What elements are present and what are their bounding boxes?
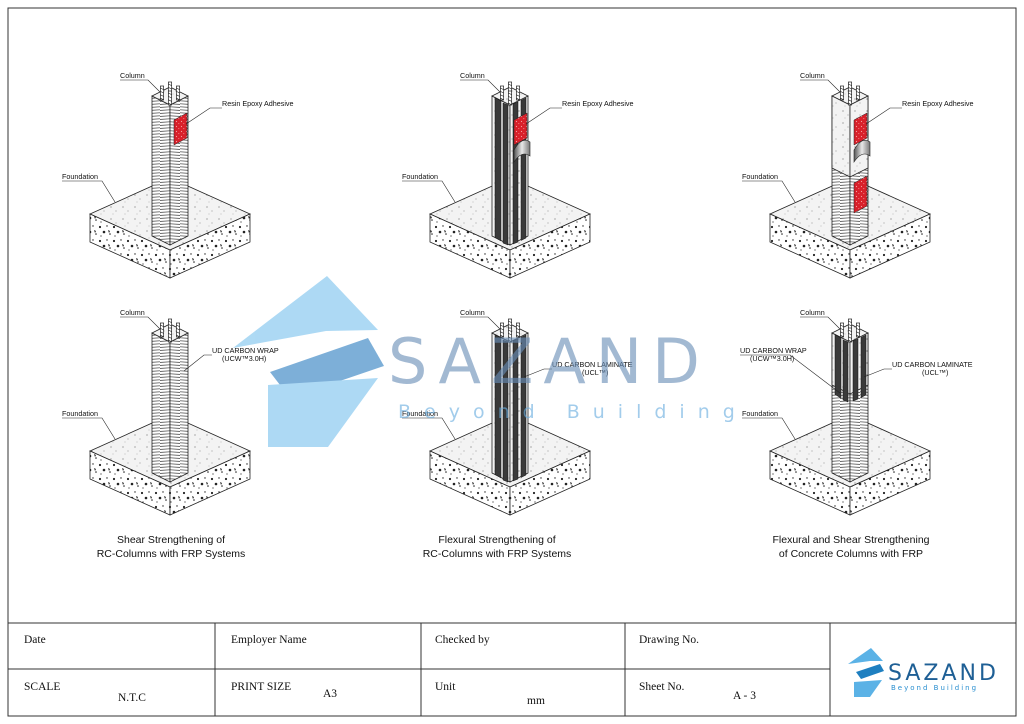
carbon-laminate-strip — [842, 339, 849, 403]
peeling-sheet-icon — [513, 139, 531, 163]
foundation-label: Foundation — [62, 409, 98, 418]
logo-tagline: Beyond Building — [891, 684, 978, 692]
foundation-label: Foundation — [402, 172, 438, 181]
caption-2-line2: RC-Columns with FRP Systems — [423, 548, 572, 560]
caption-3-line1: Flexural and Shear Strengthening — [772, 534, 929, 546]
foundation-label: Foundation — [402, 409, 438, 418]
company-logo: SAZAND Beyond Building — [848, 648, 999, 697]
column — [151, 86, 189, 246]
resin-patch — [853, 112, 868, 146]
caption-2-line1: Flexural Strengthening of — [438, 534, 555, 546]
resin-patch — [513, 112, 528, 146]
column — [151, 323, 189, 483]
print-size-value: A3 — [323, 688, 337, 700]
column — [831, 86, 871, 246]
checked-by-label: Checked by — [435, 634, 490, 646]
resin-patch — [173, 112, 188, 146]
column-label: Column — [460, 71, 485, 80]
carbon-laminate-strip — [852, 338, 859, 402]
resin-patch — [853, 175, 868, 214]
column-label: Column — [120, 71, 145, 80]
column — [491, 86, 531, 246]
rebar-group — [500, 81, 520, 106]
caption-3-line2: of Concrete Columns with FRP — [779, 548, 923, 560]
column-label: Column — [800, 308, 825, 317]
rebar-group — [160, 318, 180, 343]
ud-carbon-laminate-code: (UCL™) — [582, 368, 608, 377]
logo-mark-icon — [848, 648, 884, 697]
resin-epoxy-label: Resin Epoxy Adhesive — [222, 99, 294, 108]
column — [831, 323, 869, 483]
logo-brand: SAZAND — [888, 661, 999, 686]
ud-carbon-wrap-code: (UCW™3.0H) — [750, 354, 794, 363]
rebar-group — [840, 81, 860, 106]
ud-carbon-wrap-label: UD CARBON WRAP — [212, 346, 279, 355]
scale-value: N.T.C — [118, 692, 146, 704]
caption-1-line2: RC-Columns with FRP Systems — [97, 548, 246, 560]
date-label: Date — [24, 634, 46, 646]
carbon-laminate-strip — [502, 102, 509, 246]
sheet-no-label: Sheet No. — [639, 681, 684, 693]
employer-name-label: Employer Name — [231, 634, 307, 646]
ud-carbon-laminate-label: UD CARBON LAMINATE — [892, 360, 973, 369]
carbon-laminate-strip — [860, 334, 867, 398]
drawing-no-label: Drawing No. — [639, 634, 699, 646]
carbon-laminate-strip — [512, 338, 519, 482]
column-label: Column — [800, 71, 825, 80]
ud-carbon-wrap-label: UD CARBON WRAP — [740, 346, 807, 355]
sheet-no-value: A - 3 — [733, 690, 756, 702]
carbon-laminate-strip — [834, 334, 842, 399]
carbon-laminate-strip — [494, 97, 502, 242]
title-block: Date Employer Name Checked by Drawing No… — [7, 622, 1017, 717]
ud-carbon-laminate-code: (UCL™) — [922, 368, 948, 377]
print-size-label: PRINT SIZE — [231, 681, 291, 693]
unit-value: mm — [527, 695, 545, 707]
unit-label: Unit — [435, 681, 456, 693]
column-label: Column — [120, 308, 145, 317]
carbon-laminate-strip — [494, 334, 502, 479]
resin-epoxy-label: Resin Epoxy Adhesive — [562, 99, 634, 108]
watermark-tagline: Beyond Building — [398, 401, 748, 423]
watermark-logo-icon — [233, 276, 384, 447]
column — [491, 323, 529, 483]
rebar-group — [840, 318, 860, 343]
foundation-label: Foundation — [742, 409, 778, 418]
carbon-laminate-strip — [520, 334, 527, 478]
carbon-laminate-strip — [502, 339, 509, 483]
watermark-brand: SAZAND — [388, 325, 710, 398]
peeling-sheet-icon — [853, 139, 871, 163]
watermark: SAZAND Beyond Building — [233, 276, 748, 447]
rebar-group — [500, 318, 520, 343]
foundation-label: Foundation — [62, 172, 98, 181]
scale-label: SCALE — [24, 681, 60, 693]
column-label: Column — [460, 308, 485, 317]
caption-1-line1: Shear Strengthening of — [117, 534, 225, 546]
resin-epoxy-label: Resin Epoxy Adhesive — [902, 99, 974, 108]
ud-carbon-laminate-label: UD CARBON LAMINATE — [552, 360, 633, 369]
foundation-label: Foundation — [742, 172, 778, 181]
ud-carbon-wrap-code: (UCW™3.0H) — [222, 354, 266, 363]
rebar-group — [160, 81, 180, 106]
